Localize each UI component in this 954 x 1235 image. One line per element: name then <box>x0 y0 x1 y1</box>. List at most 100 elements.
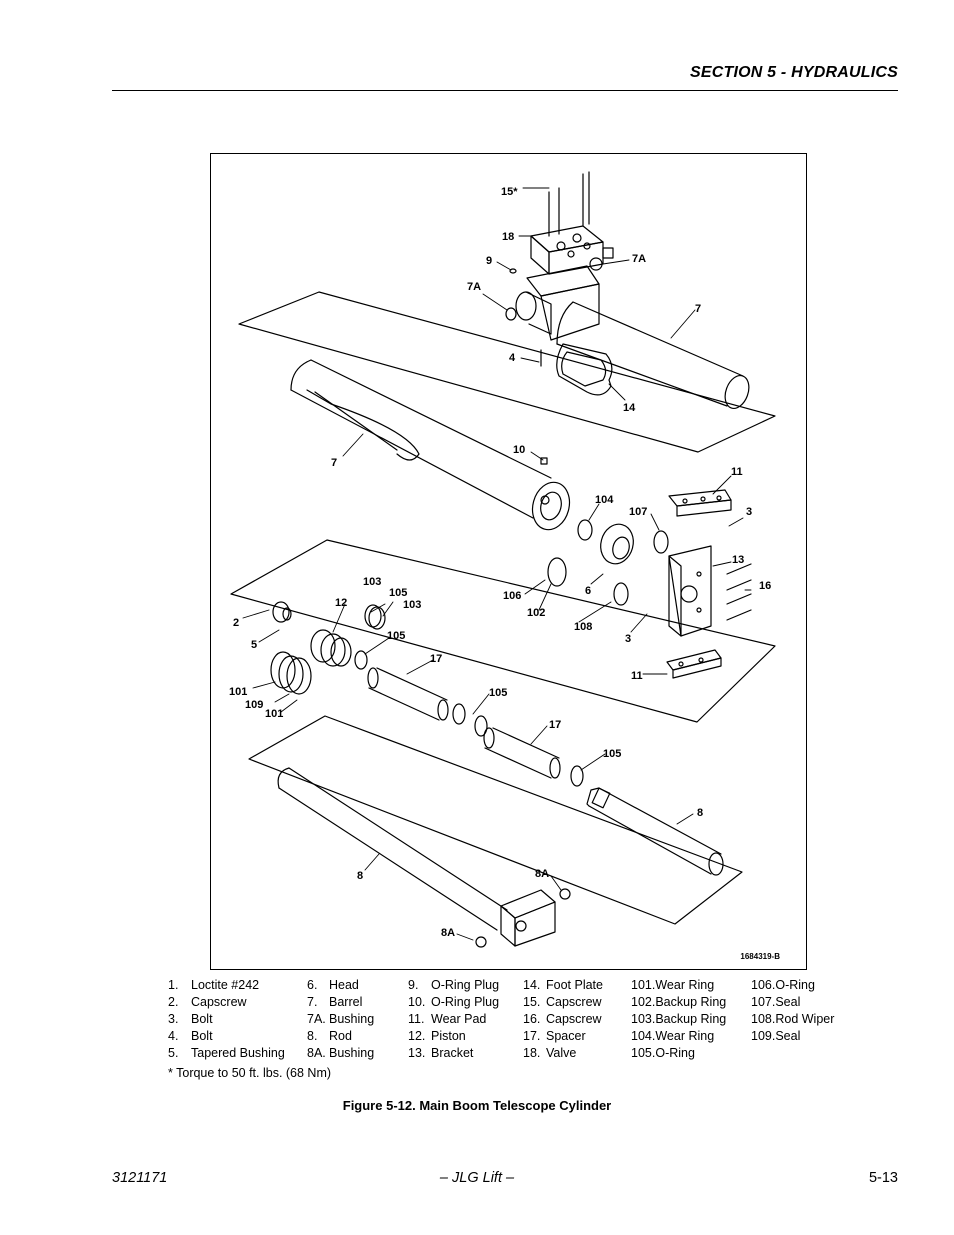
legend-name: Wear Ring <box>655 1029 715 1043</box>
lower-plane-outline <box>248 715 743 925</box>
legend-item: 18. Valve <box>523 1045 603 1062</box>
legend-column-2: 6.Head 7.Barrel 7A.Bushing 8.Rod 8A.Bush… <box>307 977 374 1062</box>
legend-column-5: 101.Wear Ring 102.Backup Ring 103.Backup… <box>631 977 726 1062</box>
callout-8a-right: 8A <box>535 868 549 880</box>
callout-105-top: 105 <box>389 587 407 599</box>
legend-number: 7A. <box>307 1012 326 1026</box>
legend-column-6: 106.O-Ring 107.Seal 108.Rod Wiper 109.Se… <box>751 977 834 1045</box>
legend-number: 9. <box>408 978 419 992</box>
legend-column-3: 9. O-Ring Plug 10. O-Ring Plug 11. Wear Pad… <box>408 977 499 1062</box>
legend-name: Head <box>329 978 359 992</box>
legend-name: Wear Ring <box>655 978 715 992</box>
legend-item: 101.Wear Ring <box>631 977 726 994</box>
callout-3-upper: 3 <box>746 506 752 518</box>
spacer-upper <box>367 667 488 737</box>
callout-6: 6 <box>585 585 591 597</box>
callout-103-top: 103 <box>363 576 381 588</box>
callout-12: 12 <box>335 597 347 609</box>
legend-item: 109.Seal <box>751 1028 834 1045</box>
legend-name: Bushing <box>329 1012 375 1026</box>
legend-item: 1.Loctite #242 <box>168 977 285 994</box>
legend-number: 6. <box>307 978 318 992</box>
legend-number: 1. <box>168 978 179 992</box>
rod-left <box>277 767 571 948</box>
legend-name: Bracket <box>431 1046 474 1060</box>
callout-11-upper: 11 <box>731 466 743 478</box>
legend-name: Bushing <box>329 1046 375 1060</box>
callout-101-right: 101 <box>265 708 283 720</box>
legend-number: 10. <box>408 995 426 1009</box>
legend-name: Backup Ring <box>655 1012 727 1026</box>
legend-item: 14. Foot Plate <box>523 977 603 994</box>
legend-name: Bolt <box>191 1012 213 1026</box>
legend-name: O-Ring Plug <box>431 995 500 1009</box>
legend-number: 12. <box>408 1029 426 1043</box>
legend-name: Seal <box>775 995 801 1009</box>
legend-name: Barrel <box>329 995 363 1009</box>
legend-number: 2. <box>168 995 179 1009</box>
legend-number: 18. <box>523 1046 541 1060</box>
callout-5: 5 <box>251 639 257 651</box>
legend-name: Wear Pad <box>431 1012 487 1026</box>
legend-name: Rod <box>329 1029 352 1043</box>
bracket-assembly <box>666 489 752 679</box>
callout-17-upper: 17 <box>430 653 442 665</box>
legend-number: 8. <box>307 1029 318 1043</box>
callout-7a-right: 7A <box>632 253 646 265</box>
callout-7a-left: 7A <box>467 281 481 293</box>
callout-13: 13 <box>732 554 744 566</box>
legend-name: Capscrew <box>546 995 602 1009</box>
piston-assembly <box>270 601 386 695</box>
legend-number: 104. <box>631 1029 656 1043</box>
legend-item: 8. Rod <box>307 1028 374 1045</box>
section-title: SECTION 5 - HYDRAULICS <box>690 64 898 81</box>
legend-item: 7.Barrel <box>307 994 374 1011</box>
legend-item: 11. Wear Pad <box>408 1011 499 1028</box>
legend-name: Foot Plate <box>546 978 603 992</box>
legend-item: 10. O-Ring Plug <box>408 994 499 1011</box>
legend-item: 15.Capscrew <box>523 994 603 1011</box>
legend-item: 12.Piston <box>408 1028 499 1045</box>
callout-105-middle: 105 <box>387 630 405 642</box>
callout-109: 109 <box>245 699 263 711</box>
legend-number: 11. <box>408 1012 425 1026</box>
legend-item: 16.Capscrew <box>523 1011 603 1028</box>
legend-name: Capscrew <box>191 995 247 1009</box>
legend-number: 8A. <box>307 1046 326 1060</box>
legend-number: 109. <box>751 1029 776 1043</box>
figure-caption: Figure 5-12. Main Boom Telescope Cylinde… <box>342 1098 612 1113</box>
legend-number: 14. <box>523 978 541 992</box>
legend-name: Valve <box>546 1046 577 1060</box>
legend-name: Bolt <box>191 1029 213 1043</box>
legend-name: Spacer <box>546 1029 586 1043</box>
callout-107: 107 <box>629 506 647 518</box>
callout-16: 16 <box>759 580 771 592</box>
spacer-lower <box>483 727 584 787</box>
barrel-right <box>556 301 750 410</box>
footer-page-number: 5-13 <box>868 1170 898 1186</box>
callout-7-lower: 7 <box>331 457 337 469</box>
legend-name: O-Ring <box>655 1046 695 1060</box>
exploded-view-drawing: 15* 18 9 7A 7A 7 4 14 7 10 11 104 107 3 … <box>229 171 776 948</box>
legend-item: 7A.Bushing <box>307 1011 374 1028</box>
legend-item: 107.Seal <box>751 994 834 1011</box>
legend-item: 106.O-Ring <box>751 977 834 994</box>
callout-4: 4 <box>509 352 516 364</box>
legend-number: 106. <box>751 978 776 992</box>
callout-106: 106 <box>503 590 521 602</box>
callout-8-left: 8 <box>357 870 363 882</box>
callout-108: 108 <box>574 621 592 633</box>
upper-plane-outline <box>238 291 776 453</box>
legend-name: Seal <box>775 1029 801 1043</box>
callout-10: 10 <box>513 444 525 456</box>
legend-column-1: 1.Loctite #242 2.Capscrew 3.Bolt 4.Bolt … <box>168 977 285 1062</box>
callout-14: 14 <box>623 402 636 414</box>
rod-right <box>586 787 724 876</box>
legend-name: O-Ring <box>775 978 815 992</box>
legend-item: 8A.Bushing <box>307 1045 374 1062</box>
legend-number: 5. <box>168 1046 179 1060</box>
callout-105-bottom: 105 <box>603 748 621 760</box>
legend-number: 102. <box>631 995 656 1009</box>
legend-number: 101. <box>631 978 656 992</box>
legend-name: Capscrew <box>546 1012 602 1026</box>
